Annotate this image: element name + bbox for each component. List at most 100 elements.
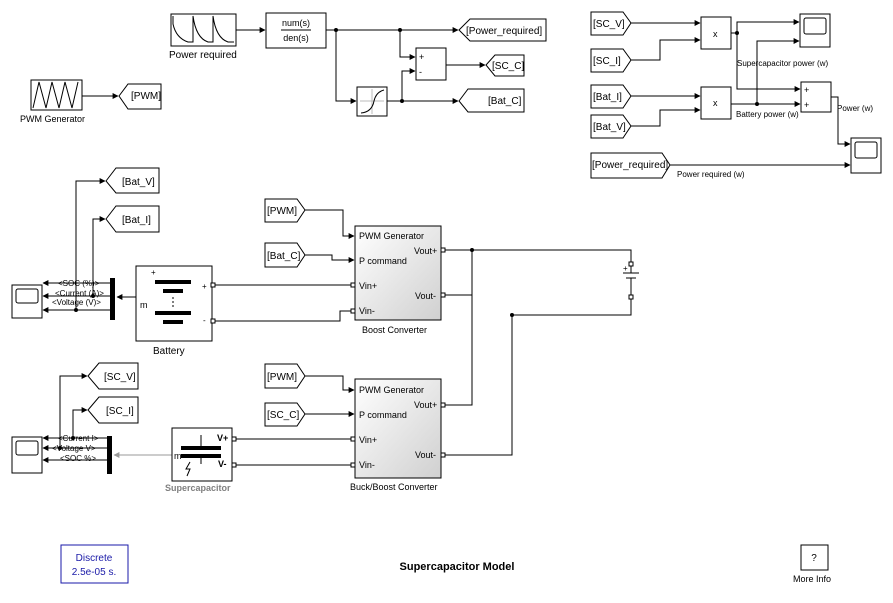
bus-selector-supercap[interactable] [107, 436, 112, 474]
svg-text:V-: V- [218, 459, 227, 469]
pwm-generator-label: PWM Generator [20, 114, 85, 124]
svg-text:[Bat_V]: [Bat_V] [122, 177, 155, 188]
battery-block[interactable]: + m + - Battery [135, 265, 213, 357]
from-power-required[interactable]: [Power_required] [590, 152, 671, 179]
dc-bus-capacitor[interactable]: + [623, 261, 639, 300]
goto-pwm-text: [PWM] [131, 91, 161, 102]
scope-power[interactable] [850, 137, 882, 174]
powergui-block[interactable]: Discrete 2.5e-05 s. [60, 544, 129, 584]
svg-text:P command: P command [359, 256, 407, 266]
supercapacitor-label: Supercapacitor [165, 483, 231, 493]
svg-text:Power required (w): Power required (w) [677, 170, 745, 179]
scope-supercapacitor[interactable] [11, 436, 43, 474]
buck-boost-converter-subsystem[interactable]: PWM Generator P command Vin+ Vin- Vout+ … [350, 378, 442, 492]
product-bat[interactable]: x [700, 86, 732, 120]
svg-text:Vout+: Vout+ [414, 400, 437, 410]
svg-text:[SC_V]: [SC_V] [104, 372, 136, 383]
svg-text:Vout-: Vout- [415, 291, 436, 301]
svg-text:[SC_I]: [SC_I] [106, 406, 134, 417]
from-sc-i-top[interactable]: [SC_I] [590, 48, 632, 73]
svg-text:[Bat_I]: [Bat_I] [122, 215, 151, 226]
battery-label: Battery [153, 346, 185, 357]
svg-text:Vout+: Vout+ [414, 246, 437, 256]
svg-text:+: + [202, 282, 207, 291]
goto-sc-i[interactable]: [SC_I] [87, 396, 139, 424]
from-bat-i-top[interactable]: [Bat_I] [590, 84, 632, 109]
svg-text:Power (w): Power (w) [837, 104, 873, 113]
svg-text:V+: V+ [217, 433, 228, 443]
goto-bat-c-text: [Bat_C] [488, 96, 522, 107]
goto-bat-i[interactable]: [Bat_I] [105, 205, 160, 233]
svg-text:m: m [174, 451, 182, 461]
svg-text:Battery power (w): Battery power (w) [736, 110, 799, 119]
svg-text:Discrete: Discrete [76, 553, 113, 564]
svg-text:x: x [713, 98, 718, 108]
goto-sc-v[interactable]: [SC_V] [87, 362, 139, 390]
scope-battery[interactable] [11, 284, 43, 319]
svg-text:[PWM]: [PWM] [267, 372, 297, 383]
svg-text:PWM Generator: PWM Generator [359, 231, 424, 241]
svg-text:[Bat_I]: [Bat_I] [593, 92, 622, 103]
svg-text:-: - [203, 316, 206, 325]
svg-text:[SC_I]: [SC_I] [593, 56, 621, 67]
from-pwm-2[interactable]: [PWM] [264, 363, 306, 389]
goto-power-required[interactable]: [Power_required] [458, 18, 547, 42]
svg-text:Vin+: Vin+ [359, 281, 377, 291]
svg-text:+: + [151, 268, 156, 277]
svg-text:<SOC (%)>: <SOC (%)> [58, 279, 100, 288]
svg-text:Vin+: Vin+ [359, 435, 377, 445]
scope-sc-power[interactable]: Supercapacitor power (w) [737, 13, 831, 68]
svg-text:+: + [623, 264, 628, 273]
from-bat-v-top[interactable]: [Bat_V] [590, 114, 632, 139]
boost-converter-subsystem[interactable]: PWM Generator P command Vin+ Vin- Vout+ … [354, 225, 442, 335]
help-icon: ? [811, 553, 817, 564]
svg-text:<Current (A)>: <Current (A)> [55, 289, 104, 298]
svg-text:<SOC %>: <SOC %> [60, 454, 96, 463]
svg-text:[SC_C]: [SC_C] [267, 410, 299, 421]
transfer-function-block[interactable]: num(s) den(s) [265, 12, 327, 49]
goto-sc-c[interactable]: [SC_C] [485, 54, 525, 77]
power-required-source-label: Power required [169, 50, 237, 61]
svg-text:m: m [140, 300, 148, 310]
from-sc-c[interactable]: [SC_C] [264, 402, 306, 427]
boost-converter-label: Boost Converter [362, 325, 427, 335]
svg-text:[Bat_V]: [Bat_V] [593, 122, 626, 133]
model-title: Supercapacitor Model [400, 561, 515, 573]
svg-text:<Current I>: <Current I> [58, 434, 99, 443]
svg-text:P command: P command [359, 410, 407, 420]
svg-text:<Voltage V>: <Voltage V> [52, 444, 96, 453]
goto-pwm[interactable]: [PWM] [118, 83, 162, 110]
svg-text:[PWM]: [PWM] [267, 206, 297, 217]
tf-numerator: num(s) [282, 18, 310, 28]
goto-bat-c[interactable]: [Bat_C] [458, 88, 525, 113]
svg-text:PWM Generator: PWM Generator [359, 385, 424, 395]
goto-bat-v[interactable]: [Bat_V] [105, 167, 160, 194]
product-sc[interactable]: x [700, 16, 732, 50]
power-required-source[interactable]: Power required [169, 13, 237, 61]
svg-text:<Voltage (V)>: <Voltage (V)> [52, 298, 101, 307]
bus-selector-battery[interactable] [110, 278, 115, 320]
sum-power[interactable]: + + [800, 81, 832, 113]
saturation-block[interactable] [356, 86, 388, 117]
svg-text:Vout-: Vout- [415, 450, 436, 460]
svg-text:[Power_required]: [Power_required] [592, 160, 668, 171]
buck-boost-converter-label: Buck/Boost Converter [350, 482, 438, 492]
tf-denominator: den(s) [283, 33, 309, 43]
more-info-block[interactable]: ? More Info [793, 544, 831, 584]
from-bat-c[interactable]: [Bat_C] [264, 242, 306, 268]
svg-text:+: + [804, 100, 809, 110]
svg-text:+: + [419, 52, 424, 62]
more-info-label: More Info [793, 574, 831, 584]
from-pwm-1[interactable]: [PWM] [264, 198, 306, 223]
goto-sc-c-text: [SC_C] [492, 61, 524, 72]
goto-power-required-text: [Power_required] [466, 26, 542, 37]
svg-text:x: x [713, 29, 718, 39]
pwm-generator-block[interactable]: PWM Generator [20, 79, 85, 124]
supercapacitor-block[interactable]: m V+ V- Supercapacitor [165, 427, 233, 493]
from-sc-v-top[interactable]: [SC_V] [590, 11, 632, 36]
svg-text:+: + [804, 85, 809, 95]
svg-text:Vin-: Vin- [359, 306, 375, 316]
sum-block-sc[interactable]: + - [415, 47, 447, 81]
